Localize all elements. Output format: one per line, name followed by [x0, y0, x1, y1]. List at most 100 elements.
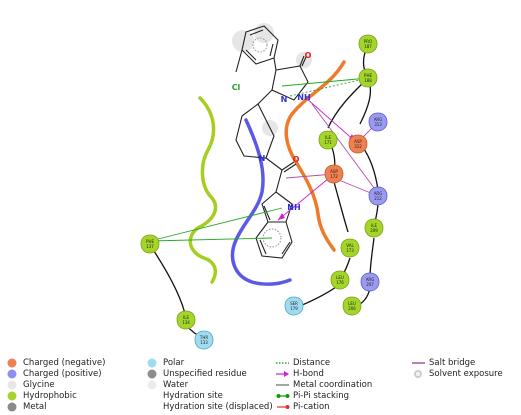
residue-name: ARG [366, 277, 375, 282]
residue-number: 188 [364, 78, 372, 83]
residue-number: 133 [200, 340, 208, 345]
legend-label: Charged (positive) [23, 369, 102, 379]
distance-line-icon [276, 362, 289, 364]
legend-label: Hydration site [163, 391, 223, 401]
residue-name: ASP [330, 169, 338, 174]
solvent-exposure-marker [296, 52, 312, 68]
backbone [149, 43, 379, 339]
legend-label: Pi-Pi stacking [293, 391, 350, 401]
residue-number: 206 [348, 306, 356, 311]
hbond-arrow-icon [276, 371, 289, 377]
pocket-contour-negative [284, 60, 346, 252]
pi-cation-icon [277, 405, 290, 409]
residue-number: 187 [364, 44, 372, 49]
legend-label: Hydration site (displaced) [163, 402, 273, 412]
pi-pi-stacking-line [149, 237, 273, 242]
legend-label: Polar [163, 358, 185, 368]
pocket-contour-hydrophobic [188, 96, 218, 284]
residue-number: 134 [182, 320, 190, 325]
metal-coordination-line-icon [276, 384, 289, 386]
metal-residue-icon [7, 402, 17, 412]
legend-label: Solvent exposure [429, 369, 503, 379]
legend-label: Charged (negative) [23, 358, 106, 368]
residue-val173[interactable]: VAL 173 [340, 238, 360, 258]
legend-label: Metal coordination [293, 380, 373, 390]
legend-label: Unspecified residue [163, 369, 247, 379]
residue-phe188[interactable]: PHE 188 [358, 68, 378, 88]
solvent-exposure-icon [414, 370, 422, 378]
residue-number: 179 [290, 306, 298, 311]
residue-name: PHE [146, 239, 154, 244]
residue-number: 171 [324, 140, 332, 145]
residue-number: 313 [374, 122, 382, 127]
residue-arg313[interactable]: ARG 313 [368, 112, 388, 132]
indole-pyrrole [261, 191, 293, 223]
residue-thr133[interactable]: THR 133 [194, 330, 214, 350]
residue-name: ARG [374, 191, 383, 196]
h-bond-line [305, 97, 357, 143]
residue-number: 212 [374, 196, 382, 201]
residue-name: ARG [374, 117, 383, 122]
residue-ser179[interactable]: SER 179 [284, 296, 304, 316]
polar-residue-icon [147, 358, 157, 368]
salt-bridge-line [311, 103, 381, 197]
legend-label: Pi-cation [293, 402, 330, 412]
salt-bridge-line-icon [412, 362, 425, 364]
residue-name: PHE [364, 73, 372, 78]
residue-name: ASP [354, 139, 362, 144]
residue-number: 312 [354, 144, 362, 149]
residue-number: 173 [346, 248, 354, 253]
residue-name: ILE [183, 315, 189, 320]
nh-atom-label: NH [297, 93, 310, 102]
residue-leu206[interactable]: LEU 206 [342, 296, 362, 316]
residue-ile209[interactable]: ILE 209 [364, 218, 384, 238]
residue-number: 207 [366, 282, 374, 287]
residue-ile134[interactable]: ILE 134 [176, 310, 196, 330]
oxygen-atom-label: O [305, 51, 312, 60]
positive-residue-icon [7, 369, 17, 379]
residue-name: LEU [336, 275, 344, 280]
glycine-residue-icon [7, 380, 17, 390]
legend-label: H-bond [293, 369, 324, 379]
legend-label: Water [163, 380, 189, 390]
residue-name: VAL [346, 243, 354, 248]
legend-label: Salt bridge [429, 358, 476, 368]
residue-phe137[interactable]: PHE 137 [140, 234, 160, 254]
residue-asp312[interactable]: ASP 312 [348, 134, 368, 154]
residue-name: ILE [325, 135, 331, 140]
legend-label: Glycine [23, 380, 55, 390]
residue-name: LEU [348, 301, 356, 306]
indole-benzene [255, 221, 293, 259]
oxygen-atom-label: O [293, 155, 300, 164]
water-icon [147, 380, 157, 390]
solvent-exposure-marker [232, 30, 254, 52]
residue-name: PRO [364, 39, 372, 44]
residue-arg207[interactable]: ARG 207 [360, 272, 380, 292]
piperidine-ring [235, 103, 275, 159]
residue-number: 137 [146, 244, 154, 249]
legend-label: Distance [293, 358, 331, 368]
residue-ile171[interactable]: ILE 171 [318, 130, 338, 150]
residue-number: 209 [370, 228, 378, 233]
interaction-diagram-canvas: O Cl N NH O N NH PRO 187 PHE 188 ARG 313… [140, 23, 388, 350]
chlorine-atom-label: Cl [232, 83, 241, 92]
ligand-structure [232, 23, 312, 259]
nitrogen-atom-label: N [281, 95, 288, 104]
legend-label: Metal [23, 402, 47, 412]
residue-asp172[interactable]: ASP 172 [324, 164, 344, 184]
residue-number: 172 [330, 174, 338, 179]
residue-name: THR [199, 335, 208, 340]
residue-name: ILE [371, 223, 377, 228]
unspecified-residue-icon [147, 369, 157, 379]
residue-name: SER [290, 301, 298, 306]
pi-pi-stacking-line [281, 77, 369, 87]
residue-arg212[interactable]: ARG 212 [368, 186, 388, 206]
nitrogen-atom-label: N [259, 154, 266, 163]
negative-residue-icon [7, 358, 17, 368]
hydrophobic-residue-icon [7, 391, 17, 401]
residue-leu176[interactable]: LEU 176 [330, 270, 350, 290]
residue-pro187[interactable]: PRO 187 [358, 34, 378, 54]
residue-number: 176 [336, 280, 344, 285]
legend: Charged (negative) Charged (positive) Gl… [0, 358, 521, 415]
